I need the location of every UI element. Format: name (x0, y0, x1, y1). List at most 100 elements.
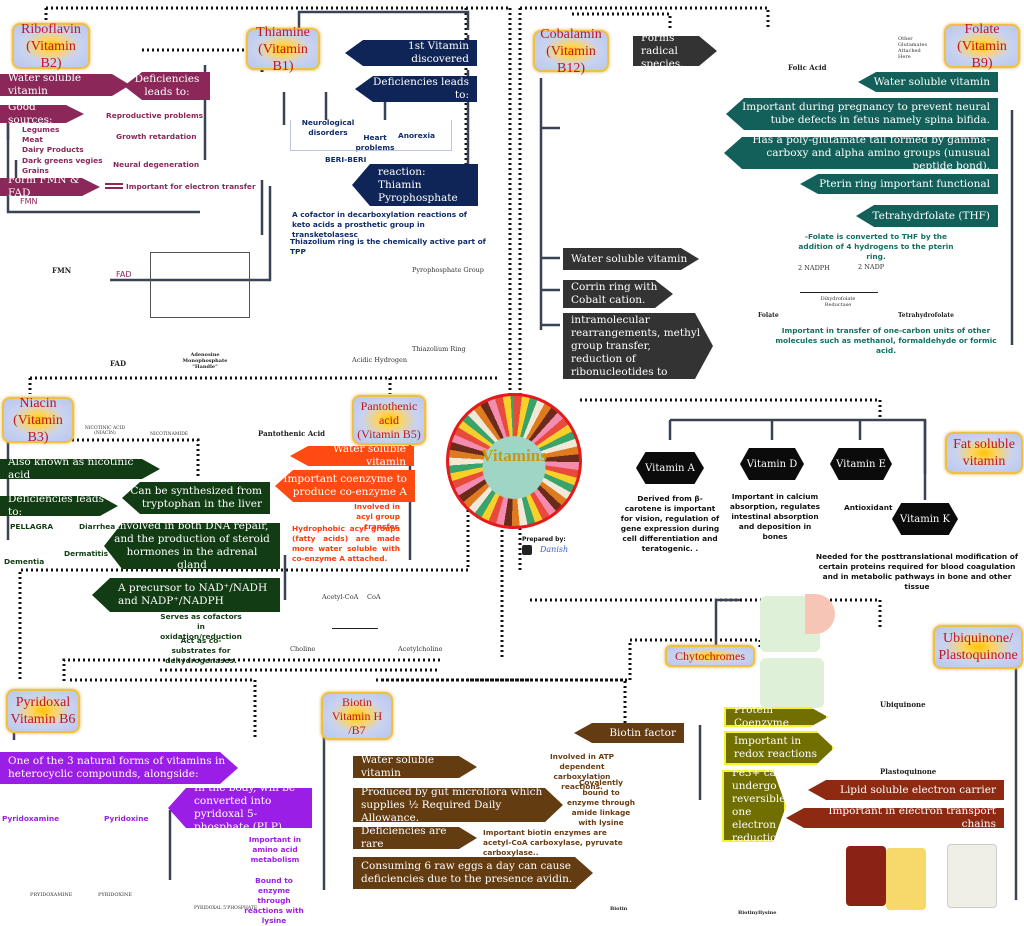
riboflavin-forms-header: Form FMN & FAD (0, 178, 100, 196)
deficiency-bracket (290, 120, 452, 151)
vitamin-e-desc: Antioxidant (844, 503, 893, 512)
product-blackmores (846, 846, 886, 906)
biotin-factor: Biotin factor (574, 723, 684, 743)
thiamine-first-discovered: 1st Vitamin discovered (345, 40, 477, 66)
thiamine-note-2: Thiazolium ring is the chemically active… (290, 237, 486, 256)
thiamine-reaction-header: Thiamine reaction: Thiamin Pyrophosphate… (352, 164, 478, 206)
thf-structure-label: Tetrahydrofolate (898, 312, 954, 319)
biotin-structure-label: Biotin (610, 906, 628, 912)
folate-title: Folate(Vitamin B9) (944, 22, 1020, 71)
riboflavin-water-soluble: Water soluble vitamin (0, 74, 130, 96)
reaction-out-label: 2 NADP (858, 263, 885, 271)
source-item: Grains (22, 165, 49, 175)
pantothenic-note-2: Hydrophobic acyl groups (fatty acids) ar… (292, 524, 400, 563)
niacin-symptom-2: Dermatitis (64, 549, 109, 558)
choline-reaction-arrow (332, 628, 378, 629)
biotin-item-3: Deficiencies are rare (353, 827, 477, 849)
cobalamin-item-1: Water soluble vitamin (563, 248, 699, 270)
pantothenic-item-2: Important coenzyme to produce co-enzyme … (275, 470, 415, 502)
fad-label: FAD (116, 270, 132, 279)
reaction-enzyme-label: Dihydrofolate Reductase (820, 296, 856, 308)
riboflavin-deficiency-2: Growth retardation (116, 132, 197, 141)
chytochromes-item-3: Fe3+ can undergo reversible one electron… (722, 770, 786, 842)
product-nivea (947, 844, 997, 908)
riboflavin-title: Riboflavin(Vitamin B2) (12, 22, 90, 71)
niacin-note-2: Act as co-substrates for dehydrogenases. (165, 636, 237, 665)
chytochromes-item-2: Important in redox reactions (724, 731, 834, 765)
pyridoxal-forms: One of the 3 natural forms of vitamins i… (0, 752, 238, 784)
thiamine-title: Thiamine(Vitamin B1) (246, 25, 320, 74)
tpp-thiazolium-label: Thiazolium Ring (412, 345, 466, 353)
niacin-nad: A precursor to NAD⁺/NADH and NADP⁺/NADPH (92, 578, 280, 612)
biotin-item-1: Water soluble vitamin (353, 756, 477, 778)
vitamin-k-hex: Vitamin K (892, 503, 958, 535)
glutamate-note: Other Glutamates Attached Here (898, 36, 928, 60)
riboflavin-deficiency-1: Reproductive problems (106, 111, 204, 120)
pantothenic-note-1: Involved in acyl group transfer. (354, 502, 400, 531)
biotinyllysine-structure-label: Biotinyllysine (738, 910, 777, 916)
cobalamin-title: Cobalamin(Vitamin B12) (533, 27, 609, 76)
pantothenic-item-1: Water soluble vitamin (290, 446, 414, 466)
amp-label: Adenosine Monophosphate "Handle" (182, 352, 228, 370)
thiamine-deficiencies-header: Deficiencies leads to: (355, 76, 477, 102)
vitamin-k-desc: Needed for the posttranslational modific… (815, 552, 1019, 591)
niacin-symptom-3: Dementia (4, 557, 45, 566)
vitamin-a-hex: Vitamin A (636, 452, 704, 484)
niacin-dna: Involved in both DNA repair, and the pro… (104, 523, 280, 569)
plastoquinone-structure-label: Plastoquinone (880, 767, 937, 776)
niacin-note-1: Serves as cofactors in oxidation/reducti… (160, 612, 242, 641)
niacin-symptom-1: Diarrhea (79, 522, 116, 531)
pyridoxamine-label: Pyridoxamine (2, 814, 60, 823)
plp-structure-label: PYRIDOXAL 5'PHOSPHATE (194, 906, 258, 911)
choline-label: Choline (290, 645, 316, 653)
pyridoxine-label: Pyridoxine (104, 814, 149, 823)
acetylcholine-label: Acetylcholine (398, 645, 443, 653)
fmn-structure-label: FMN (52, 266, 72, 275)
reaction-arrow (800, 292, 878, 293)
biotin-item-2: Produced by gut microflora which supplie… (353, 788, 563, 822)
nicotinic-acid-label: NICOTINIC ACID (NIACIN) (84, 426, 126, 436)
fmn-label: FMN (20, 197, 38, 206)
vitamin-d-desc: Important in calcium absorption, regulat… (729, 492, 821, 541)
tpp-pyrophosphate-label: Pyrophosphate Group (412, 266, 484, 274)
source-item: Dairy Products (22, 145, 84, 155)
niacin-deficiencies-header: Deficiencies leads to: (0, 496, 118, 516)
vitamin-e-hex: Vitamin E (830, 448, 892, 480)
biotin-note-3: Important biotin enzymes are acetyl-CoA … (483, 828, 623, 857)
thiamine-deficiency-3: Anorexia (398, 131, 436, 140)
folate-thf-note: -Folate is converted to THF by the addit… (798, 232, 954, 261)
folate-structure-label: Folate (758, 312, 779, 319)
source-item: Legumes (22, 125, 60, 134)
ubiquinone-item-1: Lipid soluble electron carrier (808, 780, 1004, 800)
thiamine-deficiency-1: Neurological disorders (301, 118, 355, 137)
biotin-note-2: Covalently bound to enzyme through amide… (566, 778, 635, 827)
ubiquinone-structure-label: Ubiquinone (880, 700, 926, 709)
folate-item-2: Important during pregnancy to prevent ne… (726, 98, 998, 130)
pyridoxal-note-2: Bound to enzyme through reactions with l… (244, 876, 304, 925)
ubiquinone-title: Ubiquinone/Plastoquinone (933, 625, 1023, 669)
pellagra-label: PELLAGRA (10, 522, 54, 531)
equals-icon (105, 183, 123, 185)
folate-item-5: Tetrahydrfolate (THF) (856, 205, 998, 227)
ubiquinone-item-2: Important in electron transport chains (786, 808, 1004, 828)
chytochromes-item-1: Protein Coenzyme (724, 707, 828, 727)
niacin-title: Niacin(Vitamin B3) (2, 396, 74, 445)
riboflavin-deficiencies-header: Deficiencies leads to: (124, 72, 210, 100)
amp-structure-box (150, 252, 250, 318)
credit-name: Danish (540, 545, 569, 554)
biotin-note-1: Involved in ATP dependent carboxylation … (549, 752, 615, 791)
pantothenic-structure-label: Pantothenic Acid (258, 429, 326, 438)
riboflavin-deficiency-3: Neural degeneration (113, 160, 200, 169)
credit-label: Prepared by: (522, 536, 566, 543)
fad-structure-label: FAD (110, 359, 127, 368)
acetyl-coa-label: Acetyl-CoA (322, 593, 359, 601)
center-title: Vitamins (481, 446, 547, 465)
vitamin-a-desc: Derived from β-carotene is important for… (620, 494, 720, 553)
pyridoxine-structure-label: PYRIDOXINE (98, 892, 132, 898)
